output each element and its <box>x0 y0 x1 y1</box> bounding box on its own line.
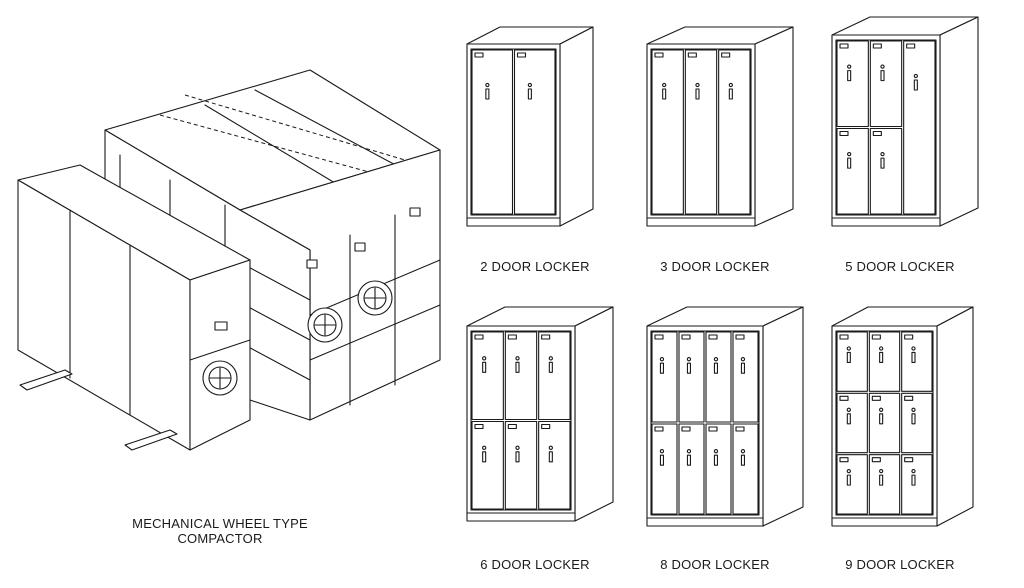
locker-door <box>902 455 932 514</box>
locker-door <box>904 41 935 214</box>
door-handle <box>549 362 552 372</box>
door-handle <box>881 71 884 81</box>
locker-door <box>869 455 899 514</box>
door-handle <box>881 158 884 168</box>
door-handle <box>483 362 486 372</box>
door-handle <box>663 89 666 99</box>
locker-3-door-caption: 3 DOOR LOCKER <box>660 259 770 274</box>
locker-doors <box>837 41 935 214</box>
locker-doors <box>472 332 570 509</box>
door-handle <box>741 363 744 373</box>
door-handle <box>912 352 915 362</box>
door-handle <box>714 363 717 373</box>
locker-door <box>902 393 932 452</box>
door-handle <box>660 455 663 465</box>
compactor-caption-line2: COMPACTOR <box>177 531 263 546</box>
locker-door <box>679 332 704 422</box>
door-handle <box>687 455 690 465</box>
door-handle <box>729 89 732 99</box>
locker-9-door-caption: 9 DOOR LOCKER <box>845 557 955 572</box>
door-handle <box>880 475 883 485</box>
locker-doors <box>837 332 932 514</box>
locker-door <box>685 50 716 214</box>
locker-door <box>837 332 867 391</box>
door-handle <box>696 89 699 99</box>
door-handle <box>528 89 531 99</box>
compactor-caption-line1: MECHANICAL WHEEL TYPE <box>132 516 308 531</box>
door-handle <box>847 414 850 424</box>
locker-door <box>539 422 570 510</box>
compactor-illustration <box>10 60 450 470</box>
locker-doors <box>472 50 555 214</box>
locker-door <box>652 332 677 422</box>
locker-door <box>505 332 536 420</box>
door-handle <box>848 71 851 81</box>
door-handle <box>880 352 883 362</box>
locker-5-door-caption: 5 DOOR LOCKER <box>845 259 955 274</box>
locker-door <box>652 424 677 514</box>
locker-door <box>837 129 868 215</box>
locker-door <box>719 50 750 214</box>
locker-6-door <box>465 305 615 525</box>
locker-9-door <box>830 305 975 530</box>
locker-door <box>837 455 867 514</box>
locker-door <box>869 393 899 452</box>
door-handle <box>847 352 850 362</box>
door-handle <box>914 80 917 90</box>
door-handle <box>880 414 883 424</box>
compactor-caption: MECHANICAL WHEEL TYPE COMPACTOR <box>100 516 340 546</box>
door-handle <box>741 455 744 465</box>
door-handle <box>912 414 915 424</box>
locker-door <box>869 332 899 391</box>
locker-door <box>679 424 704 514</box>
locker-door <box>652 50 683 214</box>
locker-3-door <box>645 25 795 230</box>
door-handle <box>516 452 519 462</box>
locker-door <box>837 41 868 127</box>
locker-door <box>539 332 570 420</box>
door-handle <box>549 452 552 462</box>
locker-door <box>902 332 932 391</box>
locker-door <box>706 424 731 514</box>
locker-door <box>706 332 731 422</box>
locker-door <box>870 41 901 127</box>
door-handle <box>483 452 486 462</box>
door-handle <box>714 455 717 465</box>
locker-doors <box>652 332 758 514</box>
locker-8-door <box>645 305 805 530</box>
door-handle <box>912 475 915 485</box>
door-handle <box>486 89 489 99</box>
locker-door <box>505 422 536 510</box>
locker-door <box>837 393 867 452</box>
locker-door <box>733 332 758 422</box>
locker-8-door-caption: 8 DOOR LOCKER <box>660 557 770 572</box>
door-handle <box>660 363 663 373</box>
door-handle <box>848 158 851 168</box>
locker-door <box>472 332 503 420</box>
locker-5-door <box>830 15 980 230</box>
locker-doors <box>652 50 750 214</box>
door-handle <box>516 362 519 372</box>
door-handle <box>847 475 850 485</box>
locker-2-door-caption: 2 DOOR LOCKER <box>480 259 590 274</box>
locker-door <box>870 129 901 215</box>
locker-2-door <box>465 25 595 230</box>
locker-door <box>472 422 503 510</box>
locker-door <box>472 50 513 214</box>
locker-6-door-caption: 6 DOOR LOCKER <box>480 557 590 572</box>
door-handle <box>687 363 690 373</box>
locker-door <box>515 50 556 214</box>
locker-door <box>733 424 758 514</box>
